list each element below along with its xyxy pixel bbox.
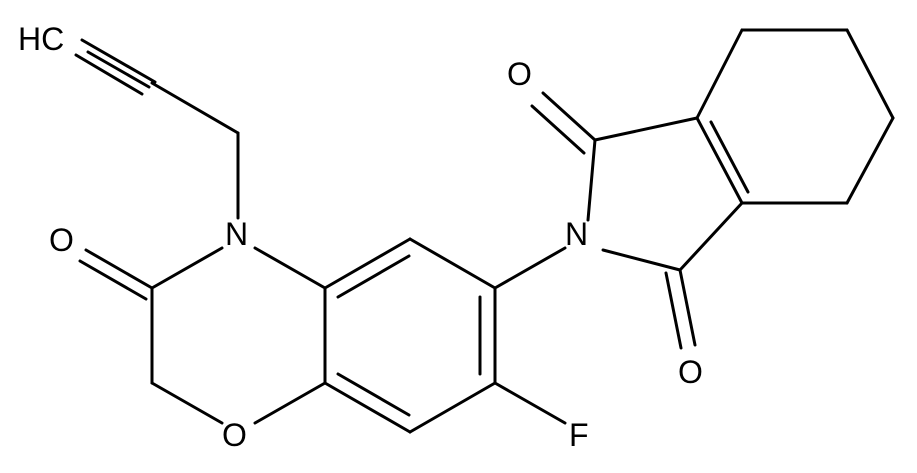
- terminal-carbon-label: HC: [18, 21, 64, 57]
- ring-fusion-double-bond-2: [709, 120, 750, 194]
- cyclohexene-bond-3: [845, 28, 895, 120]
- amide-oxygen-label: O: [49, 222, 74, 258]
- cyclohexene-bond-1: [695, 28, 744, 120]
- ring-fusion-double-bond-1: [695, 116, 744, 205]
- bonds: [74, 28, 895, 434]
- triple-bond-line-2: [86, 50, 151, 89]
- ch2-to-oxygen-bond: [150, 381, 224, 425]
- imide-oxygen-bottom-label: O: [678, 354, 703, 390]
- lower-carbonyl-to-ring-bond: [678, 201, 744, 272]
- imide-oxygen-top-label: O: [507, 56, 532, 92]
- carbonyl-double-bond-2: [78, 259, 148, 301]
- upper-carbonyl-to-ring-bond: [593, 116, 699, 142]
- n-to-carbonyl-bond: [150, 246, 224, 290]
- arene-bond-6: [323, 381, 412, 434]
- arene-to-imide-nitrogen-bond: [493, 246, 567, 290]
- lower-carbonyl-double-bond-1: [678, 268, 697, 347]
- arene-double-bond-2: [336, 254, 411, 299]
- arene-bond-5: [408, 381, 497, 434]
- upper-carbonyl-double-bond-1: [541, 91, 597, 142]
- imide-n-to-upper-carbonyl-bond: [586, 138, 597, 222]
- upper-carbonyl-double-bond-2: [530, 104, 586, 155]
- ring-oxygen-label: O: [222, 417, 247, 453]
- ring-nitrogen-label: N: [225, 216, 248, 252]
- cyclohexene-bond-4: [845, 116, 895, 205]
- arene-double-bond-6: [336, 372, 411, 417]
- triple-bond-line-3: [74, 53, 144, 96]
- oxygen-to-arene-bond: [253, 381, 327, 425]
- propargyl-bond: [150, 81, 240, 135]
- n-to-arene-bond: [253, 246, 327, 290]
- carbonyl-double-bond-1: [84, 248, 154, 290]
- imide-n-to-lower-carbonyl-bond: [601, 248, 682, 272]
- lower-carbonyl-double-bond-2: [664, 271, 683, 350]
- arene-to-fluorine-bond: [493, 381, 567, 425]
- triple-bond-line-1: [80, 38, 157, 84]
- atom-labels: HC O N O F N O O: [18, 21, 703, 453]
- arene-bond-3: [408, 237, 497, 290]
- imide-nitrogen-label: N: [565, 216, 588, 252]
- arene-bond-2: [323, 237, 412, 290]
- fluorine-label: F: [569, 417, 589, 453]
